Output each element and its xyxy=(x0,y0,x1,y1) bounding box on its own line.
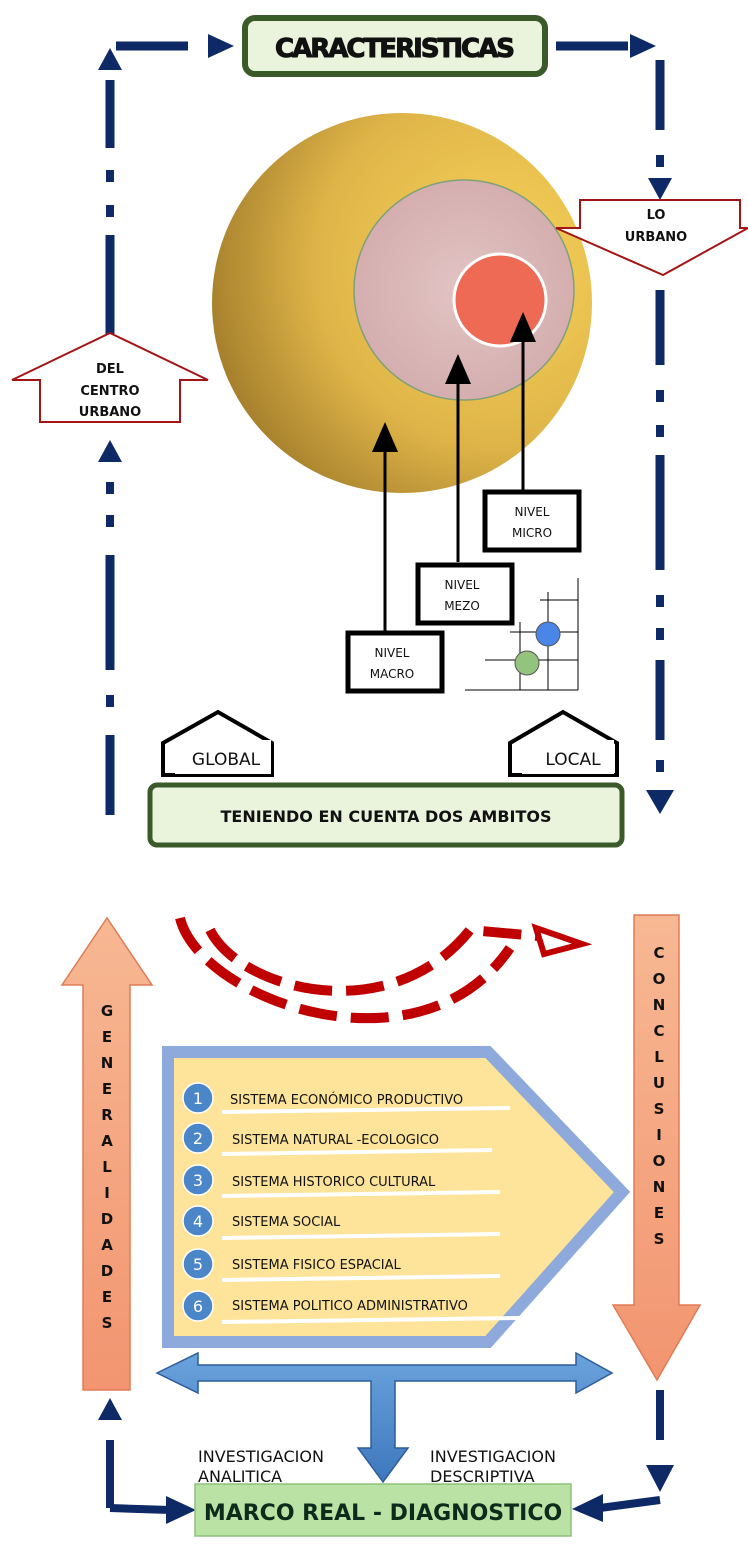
caracteristicas-title: CARACTERISTICAS xyxy=(275,34,515,64)
system-item-4: 4 SISTEMA SOCIAL xyxy=(182,1205,501,1240)
conclusiones-letters: C O N C L U S I O N E S xyxy=(653,944,666,1248)
lo-urbano-line1: LO xyxy=(647,208,666,223)
con-letter: U xyxy=(653,1074,665,1092)
gen-letter: A xyxy=(101,1236,113,1254)
gen-letter: D xyxy=(101,1262,113,1280)
system-label: SISTEMA HISTORICO CULTURAL xyxy=(232,1175,436,1190)
caracteristicas-box: CARACTERISTICAS xyxy=(242,15,548,77)
system-number: 6 xyxy=(193,1297,203,1316)
system-label: SISTEMA ECONÓMICO PRODUCTIVO xyxy=(230,1092,463,1108)
local-shape: LOCAL xyxy=(508,709,619,777)
nivel-macro-box: NIVEL MACRO xyxy=(345,630,445,694)
nivel-micro-box: NIVEL MICRO xyxy=(482,489,582,553)
del-centro-urbano-arrow: DEL CENTRO URBANO xyxy=(11,331,209,423)
generalidades-arrow xyxy=(60,916,154,1391)
gen-letter: E xyxy=(102,1288,112,1306)
gen-letter: A xyxy=(101,1132,113,1150)
gen-letter: S xyxy=(102,1314,113,1332)
gen-letter: R xyxy=(101,1106,113,1124)
system-label: SISTEMA NATURAL -ECOLOGICO xyxy=(232,1133,439,1148)
systems-panel xyxy=(162,1046,631,1348)
system-number: 5 xyxy=(193,1255,203,1274)
marco-real-box: MARCO REAL - DIAGNOSTICO xyxy=(194,1483,572,1537)
local-label: LOCAL xyxy=(545,750,601,770)
inv-analitica-line2: ANALITICA xyxy=(198,1467,282,1486)
del-centro-line3: URBANO xyxy=(79,405,141,420)
con-letter: O xyxy=(653,970,666,988)
investigacion-analitica: INVESTIGACION ANALITICA xyxy=(198,1447,324,1486)
inv-analitica-line1: INVESTIGACION xyxy=(198,1447,324,1466)
conclusiones-arrow xyxy=(611,914,702,1382)
system-item-2: 2 SISTEMA NATURAL -ECOLOGICO xyxy=(182,1122,493,1156)
gen-letter: L xyxy=(102,1158,112,1176)
nivel-macro-line2: MACRO xyxy=(370,667,415,681)
con-letter: C xyxy=(653,944,664,962)
system-number: 3 xyxy=(193,1171,203,1190)
con-letter: L xyxy=(654,1048,664,1066)
gen-letter: N xyxy=(101,1054,114,1072)
system-label: SISTEMA SOCIAL xyxy=(232,1215,341,1230)
system-item-6: 6 SISTEMA POLITICO ADMINISTRATIVO xyxy=(182,1290,521,1324)
del-centro-line1: DEL xyxy=(96,362,124,377)
gen-letter: I xyxy=(104,1184,110,1202)
ambitos-label: TENIENDO EN CUENTA DOS AMBITOS xyxy=(221,807,552,826)
nivel-macro-line1: NIVEL xyxy=(375,646,410,660)
system-item-5: 5 SISTEMA FISICO ESPACIAL xyxy=(182,1248,501,1282)
generalidades-letters: G E N E R A L I D A D E S xyxy=(101,1002,114,1332)
con-letter: E xyxy=(654,1204,664,1222)
global-shape: GLOBAL xyxy=(161,709,274,777)
con-letter: S xyxy=(654,1100,665,1118)
system-number: 1 xyxy=(193,1089,203,1108)
inv-descriptiva-line2: DESCRIPTIVA xyxy=(430,1467,535,1486)
gen-letter: D xyxy=(101,1210,113,1228)
blue-t-arrow xyxy=(155,1351,614,1484)
con-letter: S xyxy=(654,1230,665,1248)
system-label: SISTEMA POLITICO ADMINISTRATIVO xyxy=(232,1299,468,1314)
concentric-levels xyxy=(212,113,592,493)
system-number: 2 xyxy=(193,1129,203,1148)
systems-list: 1 SISTEMA ECONÓMICO PRODUCTIVO 2 SISTEMA… xyxy=(182,1082,521,1324)
nivel-mezo-line2: MEZO xyxy=(444,599,480,613)
global-label: GLOBAL xyxy=(192,750,261,770)
navy-dashdot-loop xyxy=(98,34,674,815)
con-letter: I xyxy=(656,1126,662,1144)
level-arrows xyxy=(372,312,536,632)
ambitos-box: TENIENDO EN CUENTA DOS AMBITOS xyxy=(147,782,625,848)
con-letter: O xyxy=(653,1152,666,1170)
gen-letter: E xyxy=(102,1080,112,1098)
red-dashed-cycle-arrow xyxy=(175,916,561,1023)
grid-icon xyxy=(465,578,579,691)
investigacion-descriptiva: INVESTIGACION DESCRIPTIVA xyxy=(430,1447,556,1486)
con-letter: C xyxy=(653,1022,664,1040)
red-arrow-tip xyxy=(531,923,593,958)
system-item-1: 1 SISTEMA ECONÓMICO PRODUCTIVO xyxy=(182,1082,511,1114)
gen-letter: E xyxy=(102,1028,112,1046)
lo-urbano-arrow: LO URBANO xyxy=(555,199,748,277)
nivel-micro-line1: NIVEL xyxy=(515,505,550,519)
del-centro-line2: CENTRO xyxy=(80,384,139,399)
system-item-3: 3 SISTEMA HISTORICO CULTURAL xyxy=(182,1164,501,1198)
nivel-micro-line2: MICRO xyxy=(512,526,552,540)
nivel-mezo-line1: NIVEL xyxy=(445,578,480,592)
nivel-mezo-box: NIVEL MEZO xyxy=(415,562,515,626)
marco-real-label: MARCO REAL - DIAGNOSTICO xyxy=(204,1501,562,1526)
system-number: 4 xyxy=(193,1212,203,1231)
inv-descriptiva-line1: INVESTIGACION xyxy=(430,1447,556,1466)
lo-urbano-line2: URBANO xyxy=(625,230,687,245)
system-label: SISTEMA FISICO ESPACIAL xyxy=(232,1258,402,1273)
bottom-navy-connectors xyxy=(98,1390,674,1524)
gen-letter: G xyxy=(101,1002,113,1020)
con-letter: N xyxy=(653,1178,666,1196)
con-letter: N xyxy=(653,996,666,1014)
